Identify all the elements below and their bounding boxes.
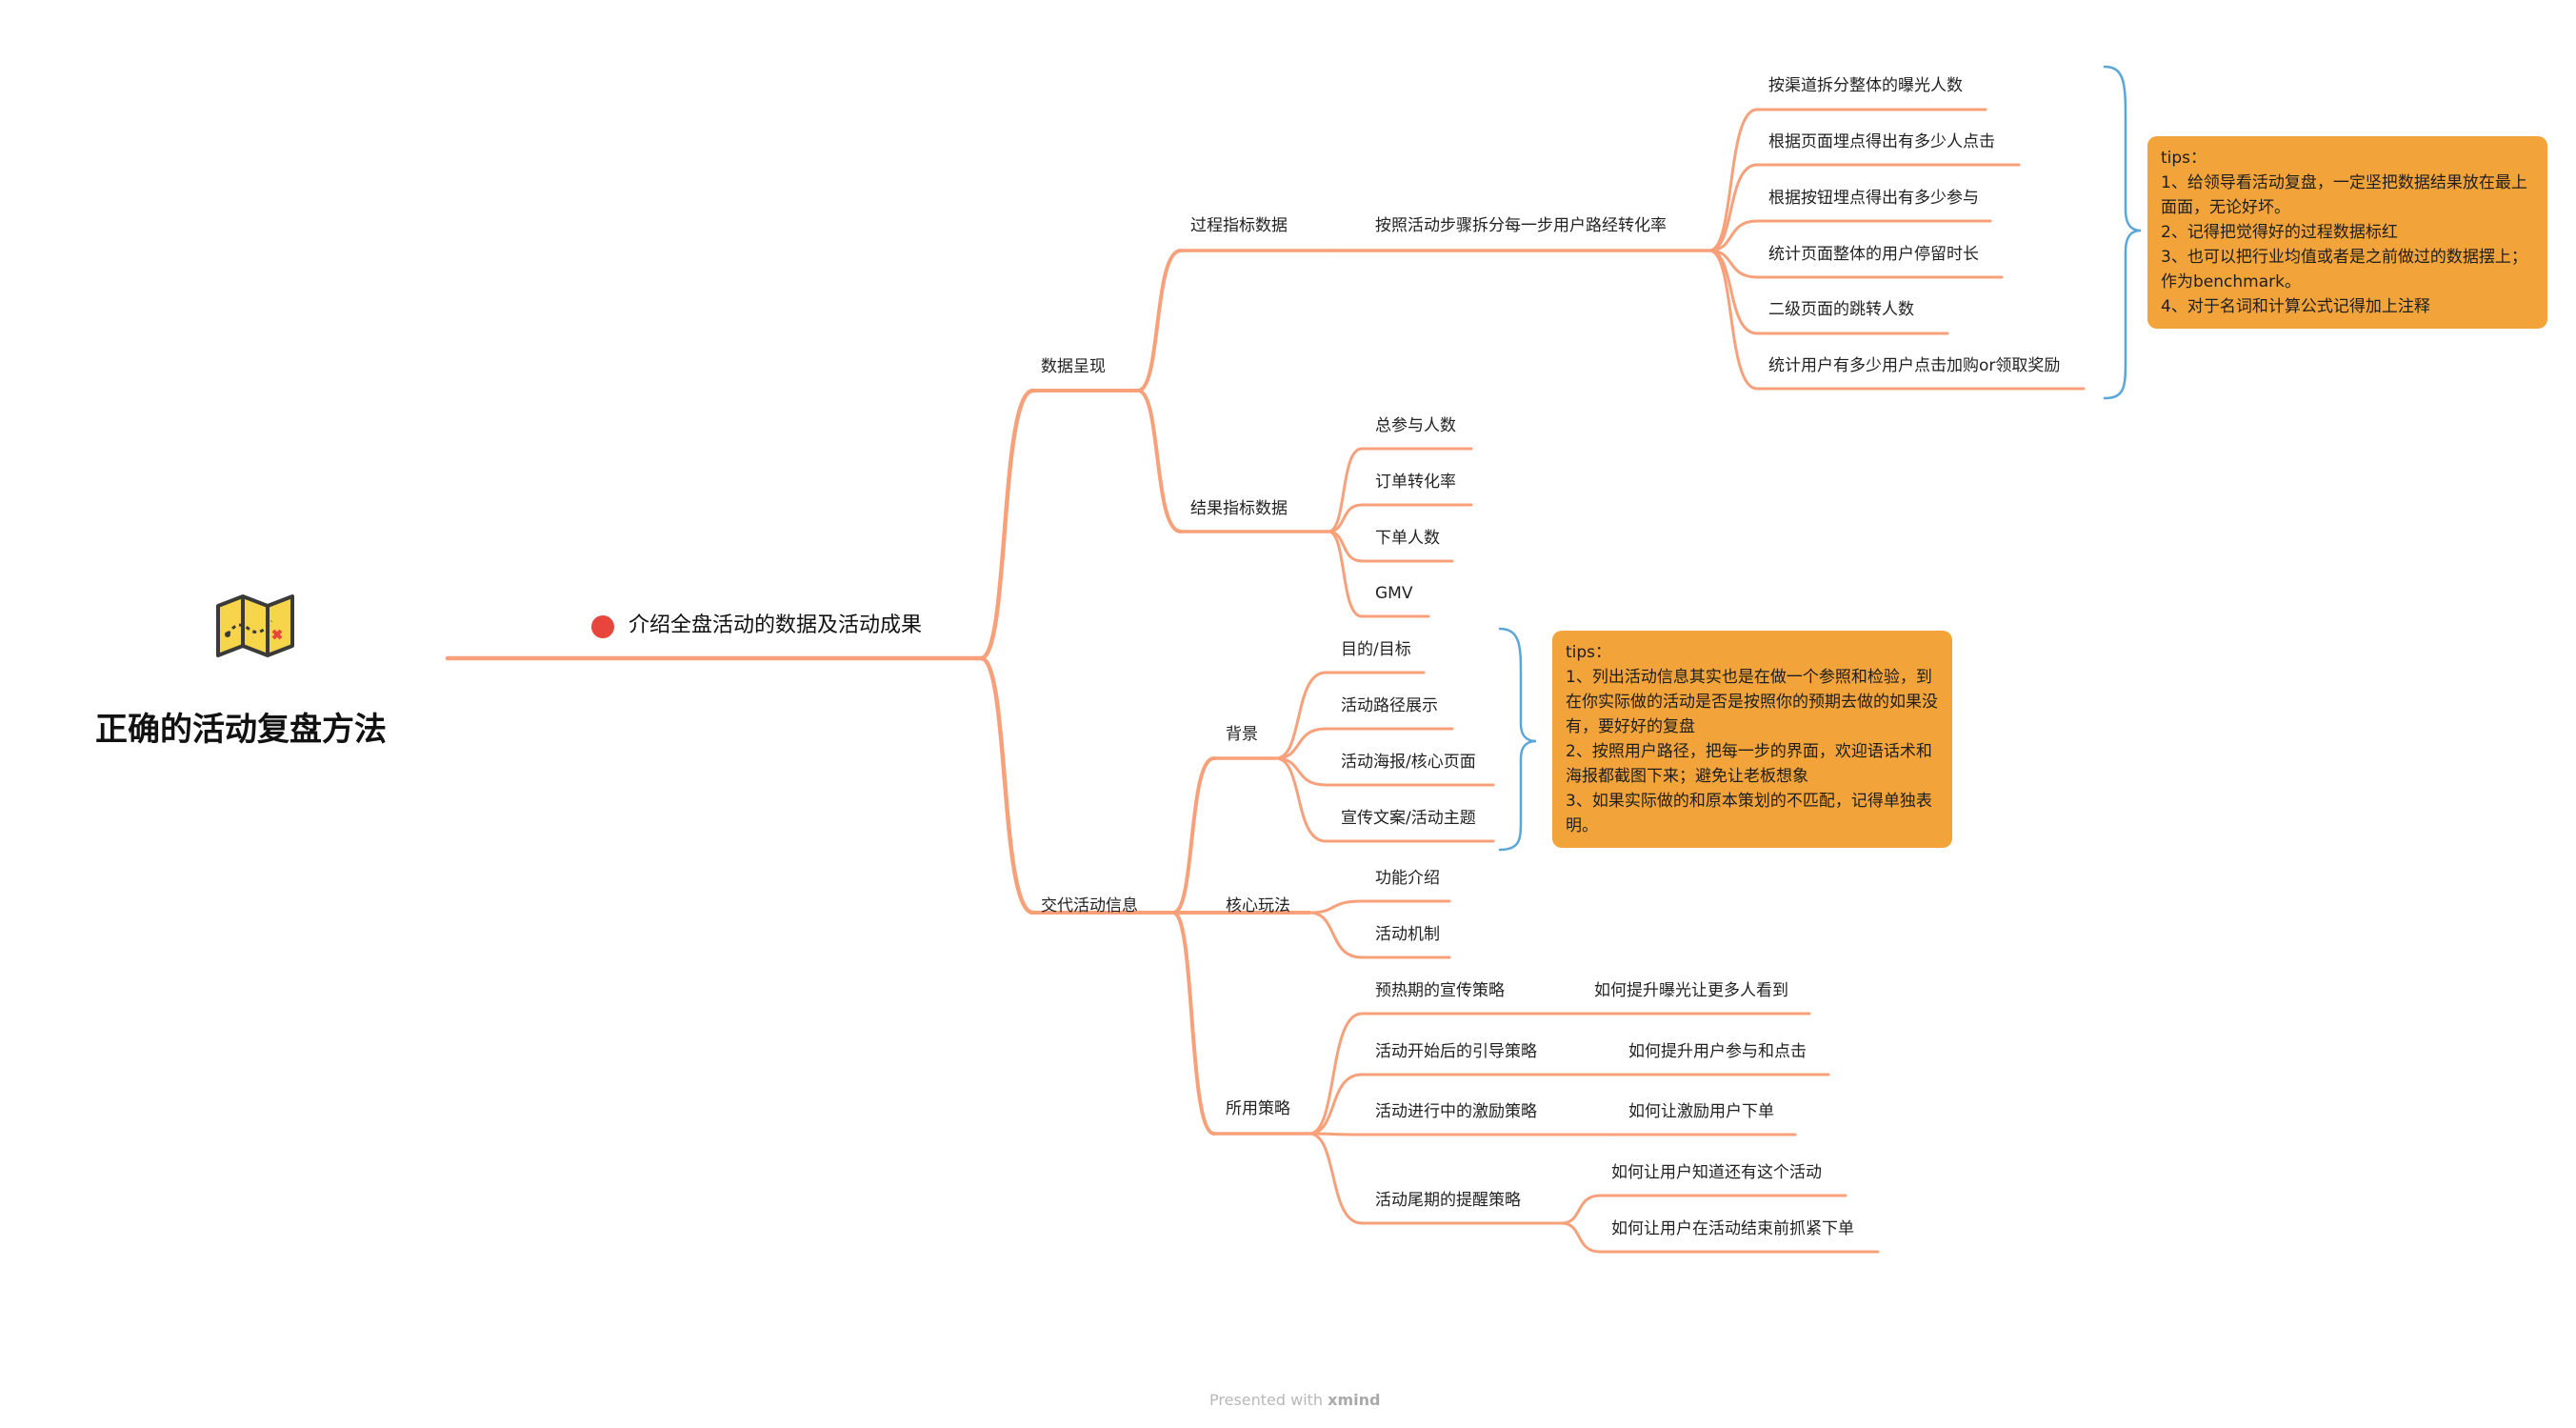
note-line: 4、对于名词和计算公式记得加上注释	[2161, 297, 2430, 316]
topic-activity-info[interactable]: 交代活动信息	[1041, 896, 1138, 915]
note-line: 2、记得把觉得好的过程数据标红	[2161, 223, 2398, 242]
note-title: tips：	[1566, 643, 1612, 662]
boundary-bracket	[2103, 65, 2142, 400]
presented-with-footer: Presented with xmind	[1209, 1391, 1380, 1409]
branch-curve	[978, 388, 1036, 661]
background-item[interactable]: 活动海报/核心页面	[1341, 753, 1476, 772]
branch-curve	[1560, 1221, 1602, 1254]
branch-curve	[1327, 530, 1364, 618]
treasure-map-icon	[214, 593, 296, 663]
strategy-detail[interactable]: 如何让激励用户下单	[1628, 1102, 1774, 1121]
process-item[interactable]: 统计用户有多少用户点击加购or领取奖励	[1768, 356, 2061, 375]
footer-brand: xmind	[1328, 1391, 1381, 1409]
process-item[interactable]: 二级页面的跳转人数	[1768, 300, 1914, 319]
root-topic-title[interactable]: 正确的活动复盘方法	[95, 711, 387, 749]
branch-curve	[1136, 389, 1183, 533]
branch-curve	[1707, 249, 1759, 335]
topic-data-presentation[interactable]: 数据呈现	[1041, 357, 1106, 376]
branch-curve	[1274, 671, 1328, 760]
result-item[interactable]: 下单人数	[1375, 529, 1440, 548]
background-tips-note[interactable]: tips： 1、列出活动信息其实也是在做一个参照和检验，到在你实际做的活动是否是…	[1552, 631, 1952, 848]
branch-curve	[1560, 1194, 1602, 1225]
branch-curve	[1707, 219, 1759, 252]
strategy-item[interactable]: 活动进行中的激励策略	[1375, 1102, 1537, 1121]
background-item[interactable]: 宣传文案/活动主题	[1341, 809, 1476, 828]
note-line: 1、给领导看活动复盘，一定坚把数据结果放在最上面面，无论好坏。	[2161, 173, 2527, 217]
topic-strategies[interactable]: 所用策略	[1226, 1099, 1290, 1118]
strategy-item[interactable]: 活动尾期的提醒策略	[1375, 1191, 1521, 1210]
strategy-item[interactable]: 预热期的宣传策略	[1375, 981, 1505, 1000]
topic-core-gameplay[interactable]: 核心玩法	[1226, 896, 1290, 915]
note-line: 3、如果实际做的和原本策划的不匹配，记得单独表明。	[1566, 792, 1932, 835]
branch-curve	[1308, 1012, 1364, 1136]
strategy-item[interactable]: 活动开始后的引导策略	[1375, 1042, 1537, 1061]
process-item[interactable]: 按渠道拆分整体的曝光人数	[1768, 76, 1963, 95]
note-line: 2、按照用户路径，把每一步的界面，欢迎语话术和海报都截图下来；避免让老板想象	[1566, 742, 1932, 786]
core-item[interactable]: 活动机制	[1375, 925, 1440, 944]
topic-background[interactable]: 背景	[1226, 725, 1258, 744]
process-item[interactable]: 统计页面整体的用户停留时长	[1768, 245, 1979, 264]
topic-result-metrics[interactable]: 结果指标数据	[1190, 499, 1288, 518]
result-item[interactable]: 总参与人数	[1375, 416, 1456, 435]
strategy-detail[interactable]: 如何提升曝光让更多人看到	[1594, 981, 1788, 1000]
result-item[interactable]: 订单转化率	[1375, 473, 1456, 492]
branch-curve	[1308, 1073, 1364, 1136]
branch-curve	[1136, 249, 1183, 392]
background-item[interactable]: 目的/目标	[1341, 640, 1411, 659]
process-item[interactable]: 根据页面埋点得出有多少人点击	[1768, 132, 1995, 151]
process-item[interactable]: 根据按钮埋点得出有多少参与	[1768, 189, 1979, 208]
strategy-detail[interactable]: 如何让用户在活动结束前抓紧下单	[1611, 1219, 1854, 1238]
branch-curve	[1274, 756, 1328, 843]
main-topic-marker	[591, 615, 614, 638]
branch-curve	[978, 655, 1036, 915]
branch-curve	[1707, 108, 1759, 252]
branch-curve	[1308, 1132, 1364, 1225]
strategy-detail[interactable]: 如何提升用户参与和点击	[1628, 1042, 1807, 1061]
topic-step-conversion[interactable]: 按照活动步骤拆分每一步用户路经转化率	[1375, 216, 1667, 235]
branch-curve	[1707, 249, 1759, 391]
note-title: tips：	[2161, 149, 2207, 168]
note-line: 3、也可以把行业均值或者是之前做过的数据摆上；作为benchmark。	[2161, 248, 2527, 292]
footer-prefix: Presented with	[1209, 1391, 1324, 1409]
branch-curve	[1308, 1132, 1364, 1136]
branch-curve	[1327, 447, 1364, 533]
branch-curve	[1171, 756, 1216, 915]
branch-curve	[1308, 911, 1364, 959]
note-line: 1、列出活动信息其实也是在做一个参照和检验，到在你实际做的活动是否是按照你的预期…	[1566, 668, 1938, 736]
main-topic[interactable]: 介绍全盘活动的数据及活动成果	[629, 613, 923, 637]
result-item[interactable]: GMV	[1375, 584, 1413, 603]
boundary-bracket	[1498, 627, 1537, 852]
branch-curve	[1274, 727, 1328, 760]
topic-process-metrics[interactable]: 过程指标数据	[1190, 216, 1288, 235]
branch-curve	[1171, 911, 1216, 1136]
branch-curve	[1707, 163, 1759, 252]
background-item[interactable]: 活动路径展示	[1341, 696, 1438, 715]
strategy-detail[interactable]: 如何让用户知道还有这个活动	[1611, 1163, 1822, 1182]
core-item[interactable]: 功能介绍	[1375, 869, 1440, 888]
process-tips-note[interactable]: tips： 1、给领导看活动复盘，一定坚把数据结果放在最上面面，无论好坏。 2、…	[2147, 136, 2547, 329]
branch-curve	[1308, 899, 1364, 915]
